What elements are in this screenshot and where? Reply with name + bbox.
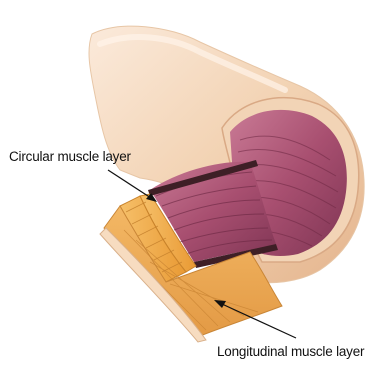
longitudinal-muscle-label: Longitudinal muscle layer [217, 344, 364, 359]
circular-muscle-label: Circular muscle layer [9, 149, 131, 164]
